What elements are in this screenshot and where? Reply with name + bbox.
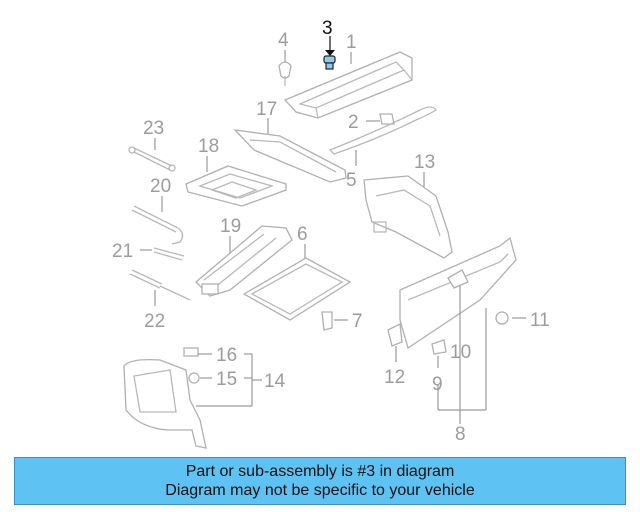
callout-2: 2 (348, 112, 359, 133)
callout-4: 4 (278, 30, 289, 51)
part-21-tool (140, 247, 185, 261)
callout-10: 10 (450, 342, 471, 363)
part-7-bracket (321, 311, 348, 331)
banner-line-1: Part or sub-assembly is #3 in diagram (185, 463, 455, 480)
callout-8: 8 (455, 424, 466, 445)
part-14-side-panel (123, 347, 262, 449)
part-13-side-trim (363, 172, 453, 259)
part-2-clip (328, 106, 437, 155)
callout-21: 21 (112, 241, 133, 262)
callout-15: 15 (216, 369, 237, 390)
callout-5: 5 (346, 170, 357, 191)
part-8-leaders (395, 286, 526, 424)
callout-1: 1 (346, 32, 357, 53)
part-6-floor-mat (242, 244, 352, 321)
callout-18: 18 (198, 136, 219, 157)
callout-22: 22 (144, 311, 165, 332)
callout-3: 3 (322, 18, 333, 39)
part-23-wrench (128, 138, 176, 172)
part-3-clip[interactable] (323, 36, 336, 70)
callout-7: 7 (352, 311, 363, 332)
part-4-push-pin (278, 50, 292, 86)
callout-6: 6 (297, 224, 308, 245)
callout-12: 12 (384, 367, 405, 388)
part-20-lug-wrench (131, 196, 184, 245)
callout-23: 23 (143, 118, 164, 139)
part-17-trim-panel (233, 118, 347, 183)
callout-19: 19 (220, 216, 241, 237)
callout-9: 9 (432, 374, 443, 395)
callout-11: 11 (530, 310, 550, 331)
part-sill-plate (387, 236, 517, 355)
callout-14: 14 (264, 371, 286, 392)
part-19-jack (195, 225, 293, 297)
part-1-package-tray (283, 51, 413, 119)
part-22-screwdriver (129, 269, 191, 306)
callout-20: 20 (150, 176, 171, 197)
callout-17: 17 (256, 99, 277, 120)
callout-13: 13 (414, 152, 435, 173)
parts-diagram: 3 4 1 2 17 5 13 (112, 18, 550, 449)
callout-16: 16 (216, 345, 237, 366)
part-18-tray (185, 156, 287, 207)
caption-banner: Part or sub-assembly is #3 in diagram Di… (14, 457, 626, 505)
banner-line-2: Diagram may not be specific to your vehi… (165, 482, 475, 499)
